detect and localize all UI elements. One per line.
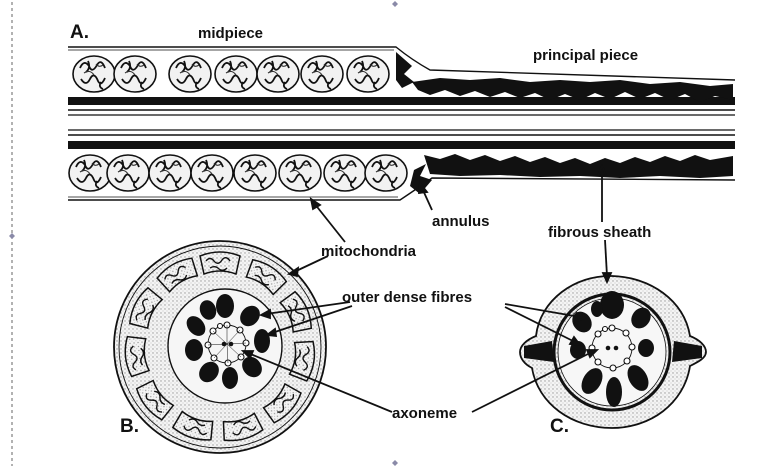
principal-piece-cross-section (520, 276, 706, 428)
label-axoneme: axoneme (392, 405, 457, 422)
arrow-fibrous-sheath-c (605, 240, 607, 276)
mitochondria-row-lower (69, 155, 407, 191)
frame-handle-marker (392, 1, 398, 7)
arrow-mitochondria-a (314, 203, 345, 242)
longitudinal-section (68, 47, 735, 200)
panel-label-b: B. (120, 416, 139, 437)
label-outer-dense-fibres: outer dense fibres (342, 289, 472, 306)
frame-handle-marker (9, 233, 15, 239)
frame-handle-marker (392, 460, 398, 466)
axial-filaments (68, 97, 735, 149)
fibrous-sheath-lower (424, 154, 733, 178)
panel-label-a: A. (70, 22, 89, 43)
label-midpiece: midpiece (198, 25, 263, 42)
label-fibrous-sheath: fibrous sheath (548, 224, 651, 241)
label-mitochondria: mitochondria (321, 243, 417, 260)
label-annulus: annulus (432, 213, 490, 230)
mitochondria-row-upper (73, 56, 389, 92)
label-principal-piece: principal piece (533, 47, 638, 64)
panel-label-c: C. (550, 416, 569, 437)
